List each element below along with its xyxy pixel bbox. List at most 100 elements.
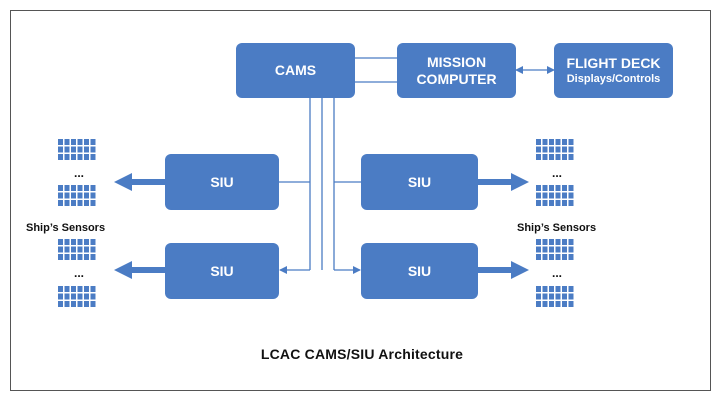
sensor-grid-right-2 [536, 185, 574, 211]
sensor-cell [77, 286, 83, 292]
sensor-cell [555, 293, 561, 300]
sensor-cell [555, 146, 561, 153]
sensor-cell [71, 293, 76, 300]
sensor-cell [64, 254, 70, 260]
sensor-cell [90, 200, 96, 206]
sensor-cell [71, 246, 76, 253]
sensor-cell [562, 246, 567, 253]
flight-deck-label-line1: FLIGHT DECK [566, 55, 661, 71]
sensor-cell [71, 239, 76, 245]
sensor-cell [536, 293, 541, 300]
sensor-cell [77, 301, 83, 307]
sensor-cell [555, 139, 561, 145]
sensor-cell [536, 154, 541, 160]
sensor-cell [90, 293, 96, 300]
sensor-cell [90, 146, 96, 153]
sensor-cell [555, 192, 561, 199]
siu-top-left-box: SIU [165, 154, 279, 210]
sensor-cell [58, 139, 63, 145]
sensor-cell [549, 286, 554, 292]
sensor-cell [58, 286, 63, 292]
sensor-cell [562, 139, 567, 145]
sensor-cell [64, 286, 70, 292]
arrow-siu-top-right-to-sensors [478, 173, 529, 191]
sensor-cell [536, 286, 541, 292]
sensor-cell [562, 254, 567, 260]
sensor-cell [555, 185, 561, 191]
sensor-cell [542, 239, 548, 245]
cams-box: CAMS [236, 43, 355, 98]
sensor-cell [71, 185, 76, 191]
ships-sensors-label-left: Ship’s Sensors [26, 222, 106, 234]
siu-bottom-right-label: SIU [407, 262, 432, 279]
sensor-cell [536, 200, 541, 206]
sensor-cell [58, 293, 63, 300]
ships-sensors-label-right: Ship’s Sensors [517, 222, 597, 234]
sensor-cell [58, 254, 63, 260]
sensor-cell [64, 293, 70, 300]
sensor-cell [77, 154, 83, 160]
sensor-cell [568, 301, 574, 307]
sensor-cell [562, 286, 567, 292]
sensor-cell [64, 146, 70, 153]
sensor-cell [549, 185, 554, 191]
mission-computer-box: MISSION COMPUTER [397, 43, 516, 98]
sensor-cell [549, 254, 554, 260]
sensor-cell [555, 286, 561, 292]
sensor-cell [555, 154, 561, 160]
sensor-cell [542, 146, 548, 153]
sensor-cell [64, 154, 70, 160]
sensor-cell [562, 200, 567, 206]
sensor-cell [84, 239, 89, 245]
sensor-cell [562, 301, 567, 307]
sensor-cell [58, 192, 63, 199]
sensor-cell [568, 200, 574, 206]
siu-top-left-label: SIU [210, 173, 234, 190]
sensor-grid-left-4 [58, 286, 96, 312]
sensor-cell [84, 301, 89, 307]
flight-deck-box: FLIGHT DECK Displays/Controls [554, 43, 673, 98]
sensor-ellipsis-right-bottom: ... [551, 266, 562, 280]
sensor-grid-right-3 [536, 239, 574, 265]
sensor-cell [555, 246, 561, 253]
sensor-cell [555, 301, 561, 307]
mission-computer-label-line2: COMPUTER [416, 70, 497, 87]
arrow-siu-bottom-right-to-sensors [478, 261, 529, 279]
sensor-cell [58, 146, 63, 153]
sensor-cell [77, 192, 83, 199]
sensor-cell [64, 192, 70, 199]
siu-top-right-box: SIU [361, 154, 478, 210]
sensor-cell [58, 239, 63, 245]
siu-bottom-left-label: SIU [210, 262, 234, 279]
sensor-cell [58, 200, 63, 206]
sensor-cell [536, 301, 541, 307]
sensor-cell [84, 254, 89, 260]
sensor-cell [562, 239, 567, 245]
sensor-cell [64, 239, 70, 245]
sensor-cell [77, 293, 83, 300]
sensor-cell [568, 192, 574, 199]
sensor-grid-left-2 [58, 185, 96, 211]
sensor-cell [77, 239, 83, 245]
diagram-title: LCAC CAMS/SIU Architecture [260, 346, 464, 362]
sensor-cell [549, 200, 554, 206]
sensor-cell [536, 185, 541, 191]
sensor-cell [90, 139, 96, 145]
sensor-cell [77, 254, 83, 260]
sensor-cell [562, 192, 567, 199]
sensor-cell [549, 146, 554, 153]
sensor-cell [58, 154, 63, 160]
sensor-cell [536, 239, 541, 245]
sensor-cell [77, 146, 83, 153]
sensor-cell [555, 200, 561, 206]
sensor-cell [64, 200, 70, 206]
sensor-cell [549, 246, 554, 253]
sensor-cell [568, 254, 574, 260]
sensor-cell [542, 286, 548, 292]
sensor-cell [568, 154, 574, 160]
sensor-cell [71, 192, 76, 199]
sensor-grid-right-1 [536, 139, 574, 165]
sensor-cell [84, 185, 89, 191]
sensor-cell [568, 139, 574, 145]
